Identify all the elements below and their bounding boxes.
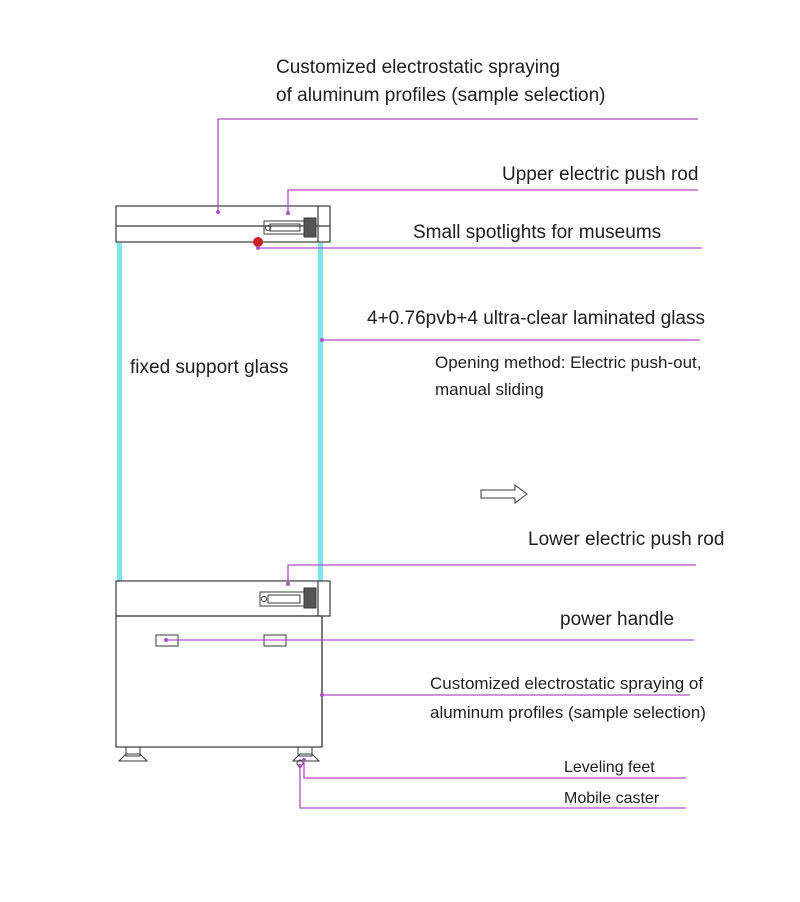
fixed-glass-label: fixed support glass — [130, 357, 289, 378]
bottom-profile-label-line1: Customized electrostatic spraying of — [430, 674, 704, 693]
top-frame — [115, 205, 331, 243]
lower-push-rod-shape — [259, 587, 317, 609]
bottom-profile-label-line2: aluminum profiles (sample selection) — [430, 703, 706, 722]
leader-lines — [166, 118, 702, 809]
leader-dots — [164, 210, 324, 768]
top-profile-label-line1: Customized electrostatic spraying — [276, 57, 561, 78]
opening-method-line1: Opening method: Electric push-out, — [435, 353, 702, 372]
upper-push-rod-shape — [263, 217, 317, 238]
top-profile-label-line2: of aluminum profiles (sample selection) — [276, 85, 606, 106]
spotlights-label: Small spotlights for museums — [413, 222, 662, 243]
upper-push-rod-label: Upper electric push rod — [502, 164, 699, 185]
push-out-arrow-icon — [480, 484, 528, 504]
leveling-feet-label: Leveling feet — [564, 759, 655, 776]
lower-push-rod-label: Lower electric push rod — [528, 529, 725, 550]
laminated-glass-label: 4+0.76pvb+4 ultra-clear laminated glass — [367, 308, 705, 329]
base-frame — [115, 580, 331, 748]
feet-and-casters — [117, 746, 321, 767]
power-handle-label: power handle — [560, 609, 675, 630]
glass-panels — [117, 243, 323, 581]
mobile-caster-label: Mobile caster — [564, 790, 660, 807]
opening-method-line2: manual sliding — [435, 380, 544, 399]
spotlight-icon — [253, 237, 263, 247]
